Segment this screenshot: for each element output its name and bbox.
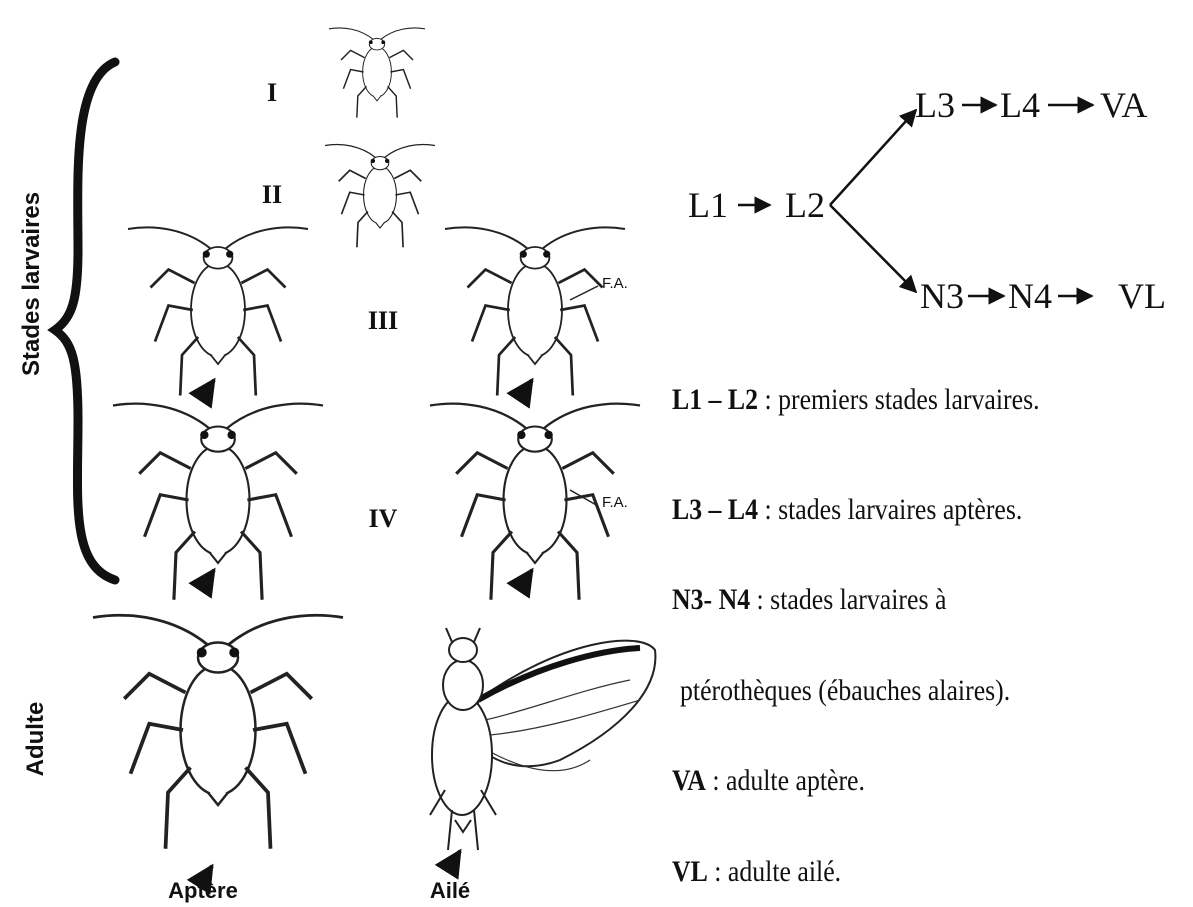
aphid-adult-apterous	[93, 615, 343, 848]
legend-term: N3- N4	[672, 583, 750, 616]
legend-text: : adulte ailé.	[708, 855, 841, 888]
aphid-stage-2	[325, 145, 435, 248]
stage-label-4: IV	[343, 504, 423, 534]
legend-text: : stades larvaires aptères.	[758, 493, 1022, 526]
larval-stages-label: Stades larvaires	[18, 196, 46, 376]
legend-term: VL	[672, 855, 708, 888]
fa-label-3: F.A.	[602, 275, 628, 292]
flow-l4: L4	[1000, 84, 1040, 126]
fa-label-4: F.A.	[602, 494, 628, 511]
aphid-stage-1	[329, 28, 425, 118]
legend-line-4: ptérothèques (ébauches alaires).	[680, 674, 1010, 708]
aphid-stage-3-nymph	[445, 227, 625, 395]
legend-text: : premiers stades larvaires.	[758, 383, 1040, 416]
legend-line-5: VA : adulte aptère.	[672, 764, 865, 798]
caption-winged: Ailé	[370, 878, 530, 904]
aphid-stage-4-apterous	[113, 404, 323, 600]
legend-text: ptérothèques (ébauches alaires).	[680, 674, 1010, 707]
stage-label-3: III	[343, 306, 423, 336]
flow-l2: L2	[785, 184, 825, 226]
legend-line-3: N3- N4 : stades larvaires à	[672, 583, 946, 617]
larval-stages-brace	[55, 62, 115, 580]
legend-term: VA	[672, 764, 706, 797]
caption-apterous: Aptère	[123, 878, 283, 904]
flow-n3: N3	[920, 275, 964, 317]
legend-line-2: L3 – L4 : stades larvaires aptères.	[672, 493, 1022, 527]
legend-line-6: VL : adulte ailé.	[672, 855, 841, 889]
stage-label-1: I	[232, 78, 312, 108]
aphid-adult-winged	[430, 628, 655, 850]
legend-text: : stades larvaires à	[750, 583, 946, 616]
legend-term: L3 – L4	[672, 493, 758, 526]
legend-term: L1 – L2	[672, 383, 758, 416]
fa-leader-3	[570, 286, 598, 300]
legend-text: : adulte aptère.	[706, 764, 865, 797]
stage-label-2: II	[232, 180, 312, 210]
flow-l1: L1	[688, 184, 728, 226]
aphid-stage-3-apterous	[128, 227, 308, 395]
legend-line-1: L1 – L2 : premiers stades larvaires.	[672, 383, 1040, 417]
flow-l3: L3	[915, 84, 955, 126]
flow-va: VA	[1100, 84, 1147, 126]
flow-vl: VL	[1118, 275, 1166, 317]
flow-n4: N4	[1008, 275, 1052, 317]
adult-label: Adulte	[22, 699, 50, 779]
